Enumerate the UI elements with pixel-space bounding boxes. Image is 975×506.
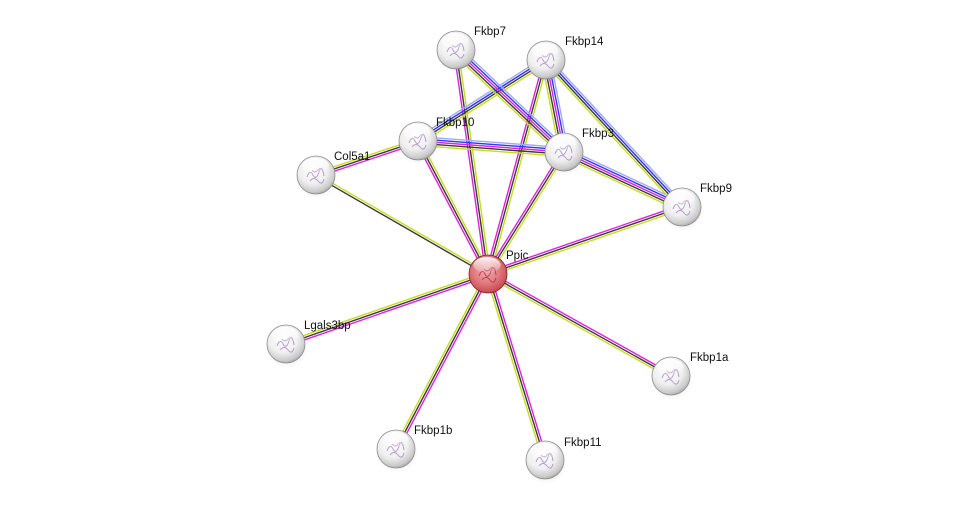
edge-ppic-fkbp11[interactable] <box>485 273 548 461</box>
edge-channel-experiments <box>415 141 487 276</box>
node-gloss <box>403 124 431 140</box>
edge-ppic-lgals3bp[interactable] <box>285 271 489 347</box>
node-label: Fkbp1b <box>414 425 452 437</box>
edge-channel-experiments <box>453 50 487 275</box>
node-label: Fkbp3 <box>582 128 614 140</box>
edge-channel-experiments <box>488 271 673 375</box>
edge-channel-textmining <box>486 275 671 379</box>
edge-channel-textmining <box>452 52 562 156</box>
node-label: Lgals3bp <box>304 320 351 332</box>
node-ppic[interactable]: Ppic <box>468 250 529 298</box>
edge-channel-experiments <box>286 275 489 347</box>
edge-channel-homology <box>458 46 568 150</box>
edge-channel-textmining <box>417 144 564 158</box>
edge-channel-textmining <box>488 208 683 277</box>
node-label: Fkbp9 <box>700 183 732 195</box>
edge-channel-coexpression <box>487 206 683 275</box>
edge-channel-coexpression <box>315 175 488 276</box>
edge-channel-databases <box>418 138 565 151</box>
edge-channel-homology <box>547 57 685 206</box>
node-fkbp14[interactable]: Fkbp14 <box>526 36 604 84</box>
edge-fkbp7-fkbp3[interactable] <box>452 46 568 156</box>
edge-channel-coexpression <box>417 140 489 275</box>
edge-channel-textmining <box>393 272 487 449</box>
edge-channel-textmining <box>316 173 489 274</box>
edge-ppic-fkbp7[interactable] <box>453 49 491 275</box>
node-gloss <box>271 327 299 343</box>
node-gloss <box>667 190 695 206</box>
edge-channel-experiments <box>455 49 565 153</box>
node-fkbp7[interactable]: Fkbp7 <box>436 26 506 74</box>
node-gloss <box>531 43 559 59</box>
edge-ppic-fkbp14[interactable] <box>485 59 549 275</box>
edge-channel-coexpression <box>418 60 547 143</box>
edge-channel-coexpression <box>487 59 547 275</box>
edge-channel-textmining <box>285 271 488 343</box>
node-gloss <box>530 443 558 459</box>
edge-channel-homology <box>415 56 545 139</box>
node-label: Ppic <box>506 250 529 262</box>
edge-channel-coexpression <box>395 273 489 450</box>
node-col5a1[interactable]: Col5a1 <box>296 151 370 199</box>
edge-channel-experiments <box>487 204 682 273</box>
node-label: Fkbp14 <box>565 36 604 48</box>
edge-channel-experiments <box>485 59 545 274</box>
edge-fkbp10-fkbp3[interactable] <box>417 135 565 158</box>
edge-channel-databases <box>546 58 684 207</box>
node-gloss <box>381 432 409 448</box>
edge-channel-experiments <box>397 274 491 451</box>
node-gloss <box>473 257 501 273</box>
edge-channel-textmining <box>419 139 491 274</box>
node-gloss <box>301 158 329 174</box>
node-label: Fkbp11 <box>564 437 602 449</box>
edge-ppic-fkbp9[interactable] <box>487 204 683 277</box>
node-label: Col5a1 <box>334 151 370 163</box>
edge-channel-coexpression <box>544 60 682 209</box>
node-gloss <box>656 359 684 375</box>
node-fkbp9[interactable]: Fkbp9 <box>662 183 732 231</box>
edge-fkbp10-fkbp14[interactable] <box>415 56 549 145</box>
edge-channel-coexpression <box>417 142 564 155</box>
node-fkbp3[interactable]: Fkbp3 <box>544 128 614 176</box>
edges-layer <box>285 46 685 461</box>
edge-channel-textmining <box>489 152 567 276</box>
edge-ppic-fkbp3[interactable] <box>485 150 567 276</box>
node-fkbp1a[interactable]: Fkbp1a <box>651 352 729 400</box>
edge-channel-textmining <box>419 62 549 145</box>
edge-ppic-col5a1[interactable] <box>315 173 489 276</box>
edge-channel-experiments <box>489 273 548 460</box>
edge-channel-coexpression <box>455 49 489 275</box>
edge-channel-homology <box>418 135 565 149</box>
node-lgals3bp[interactable]: Lgals3bp <box>266 320 351 368</box>
node-label: Fkbp10 <box>436 117 474 129</box>
node-fkbp1b[interactable]: Fkbp1b <box>376 425 452 473</box>
edge-channel-coexpression <box>487 273 672 377</box>
edge-channel-coexpression <box>487 273 546 461</box>
node-gloss <box>549 135 577 151</box>
edge-channel-databases <box>417 58 546 141</box>
edge-ppic-fkbp1a[interactable] <box>486 271 673 379</box>
node-fkbp11[interactable]: Fkbp11 <box>525 437 602 484</box>
edge-ppic-fkbp1b[interactable] <box>393 272 491 451</box>
edge-ppic-fkbp10[interactable] <box>415 139 491 276</box>
edge-fkbp14-fkbp9[interactable] <box>543 57 685 210</box>
node-gloss <box>441 33 469 49</box>
node-label: Fkbp1a <box>690 352 729 364</box>
edge-channel-coexpression <box>454 51 563 155</box>
edge-channel-coexpression <box>285 273 489 345</box>
node-label: Fkbp7 <box>474 26 506 38</box>
edge-channel-experiments <box>485 150 563 274</box>
edge-channel-textmining <box>489 60 549 275</box>
edge-channel-textmining <box>457 49 491 274</box>
edge-channel-experiments <box>417 140 565 153</box>
edge-channel-textmining <box>485 274 544 461</box>
edge-channel-databases <box>457 47 566 151</box>
edge-channel-coexpression <box>487 151 565 275</box>
node-fkbp10[interactable]: Fkbp10 <box>398 117 474 165</box>
edge-channel-textmining <box>543 61 681 210</box>
